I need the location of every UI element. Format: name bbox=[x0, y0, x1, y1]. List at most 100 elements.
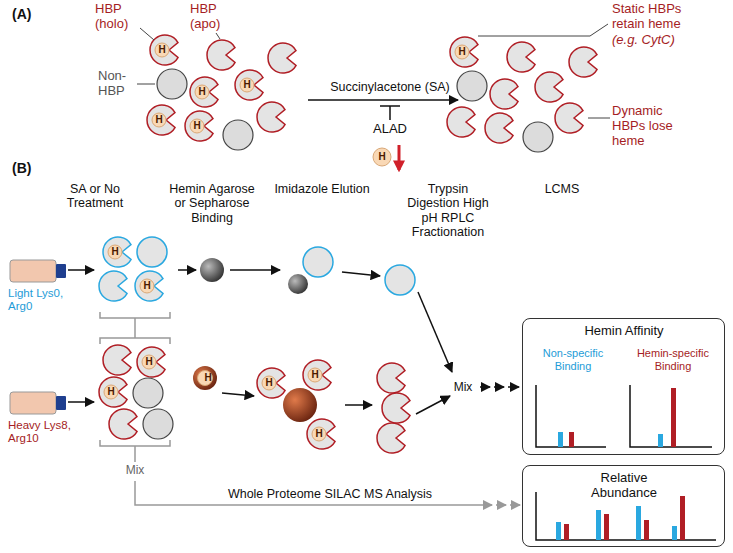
svg-use bbox=[207, 40, 235, 70]
svg-use bbox=[523, 122, 553, 152]
heme-mark: H bbox=[378, 152, 385, 162]
callout-note: (e.g. CytC) bbox=[612, 33, 675, 48]
mix-label: Mix bbox=[454, 381, 473, 393]
svg-use bbox=[143, 409, 173, 439]
svg-rect bbox=[569, 432, 574, 447]
svg-line bbox=[416, 396, 450, 414]
svg-line bbox=[389, 106, 391, 120]
svg-rect bbox=[56, 264, 66, 278]
svg-circle bbox=[283, 388, 317, 422]
step-header: Hemin Agarose or Sepharose Binding bbox=[166, 182, 258, 225]
svg-line bbox=[134, 318, 136, 338]
panel-heading: Relative Abundance bbox=[574, 471, 674, 501]
svg-path bbox=[135, 481, 482, 505]
svg-line bbox=[590, 24, 608, 36]
svg-use bbox=[103, 345, 131, 375]
cell-flask bbox=[10, 260, 66, 414]
svg-use bbox=[303, 247, 333, 277]
svg-use bbox=[99, 271, 127, 301]
svg-use bbox=[257, 102, 285, 132]
process-label: Whole Proteome SILAC MS Analysis bbox=[228, 487, 432, 501]
callout-label: Static HBPs retain heme bbox=[612, 2, 694, 32]
heme-mark: H bbox=[204, 373, 211, 383]
svg-line bbox=[308, 99, 458, 101]
svg-use bbox=[109, 409, 137, 439]
heme-mark: H bbox=[198, 87, 205, 97]
svg-line bbox=[480, 386, 490, 388]
svg-line bbox=[494, 386, 504, 388]
svg-use bbox=[485, 113, 513, 143]
svg-use bbox=[150, 35, 178, 65]
svg-use bbox=[569, 47, 597, 77]
heme-mark: H bbox=[265, 378, 272, 388]
heme-mark: H bbox=[158, 45, 165, 55]
leader-lines bbox=[137, 24, 610, 118]
svg-use bbox=[137, 347, 165, 377]
svg-rect bbox=[56, 396, 66, 410]
heme-mark: H bbox=[243, 80, 250, 90]
svg-rect bbox=[564, 524, 569, 540]
svg-line bbox=[508, 386, 519, 388]
svg-line bbox=[230, 269, 280, 271]
svg-path bbox=[536, 385, 606, 447]
svg-line bbox=[137, 84, 155, 85]
svg-use bbox=[457, 71, 487, 101]
heavy-row bbox=[99, 345, 410, 453]
mix-label: Mix bbox=[126, 464, 145, 478]
svg-rect bbox=[596, 510, 601, 540]
mix-brackets bbox=[100, 312, 520, 505]
step-header: Imidazole Elution bbox=[274, 182, 369, 196]
bar-plots bbox=[536, 385, 716, 540]
svg-rect bbox=[658, 434, 663, 447]
panel-heading: Hemin Affinity bbox=[584, 324, 663, 339]
svg-line bbox=[482, 504, 492, 506]
svg-use bbox=[307, 419, 335, 449]
svg-rect bbox=[10, 392, 56, 414]
result-panel: Relative Abundance bbox=[522, 465, 725, 547]
svg-use bbox=[257, 368, 285, 398]
svg-rect bbox=[558, 432, 563, 447]
svg-use bbox=[235, 70, 263, 100]
svg-line bbox=[398, 145, 401, 170]
svg-use bbox=[137, 237, 167, 267]
svg-use bbox=[103, 237, 131, 267]
svg-use bbox=[99, 377, 127, 407]
panel-text: Hemin-specific Binding bbox=[627, 347, 719, 372]
heme-mark: H bbox=[155, 115, 162, 125]
svg-line bbox=[178, 269, 196, 271]
protein-cluster bbox=[147, 35, 296, 150]
svg-line bbox=[496, 504, 506, 506]
reaction-arrow bbox=[308, 100, 458, 170]
svg-use bbox=[133, 378, 163, 408]
heme-mark: H bbox=[315, 429, 322, 439]
svg-use bbox=[268, 43, 296, 73]
enzyme-label: ALAD bbox=[373, 122, 407, 137]
light-row bbox=[99, 237, 415, 301]
svg-path bbox=[100, 338, 170, 344]
heme-mark: H bbox=[143, 281, 150, 291]
svg-use bbox=[185, 111, 213, 141]
svg-line bbox=[140, 28, 154, 40]
svg-line bbox=[510, 504, 520, 506]
svg-rect bbox=[644, 520, 649, 540]
svg-use bbox=[447, 107, 475, 137]
svg-rect bbox=[672, 526, 677, 540]
svg-circle bbox=[193, 366, 217, 390]
callout-label: HBP (holo) bbox=[95, 2, 143, 32]
svg-use bbox=[450, 37, 478, 67]
heme-mark: H bbox=[107, 387, 114, 397]
svg-use bbox=[507, 42, 535, 72]
svg-circle bbox=[288, 274, 308, 294]
svg-line bbox=[68, 401, 94, 403]
reagent-label: Succinylacetone (SA) bbox=[330, 80, 450, 94]
heme-mark: H bbox=[193, 121, 200, 131]
svg-use bbox=[303, 360, 331, 390]
svg-line bbox=[134, 446, 136, 462]
step-header: LCMS bbox=[545, 182, 580, 196]
svg-line bbox=[478, 36, 590, 37]
svg-use bbox=[147, 105, 175, 135]
heme-mark: H bbox=[145, 357, 152, 367]
svg-use bbox=[490, 79, 518, 109]
svg-rect bbox=[10, 260, 56, 282]
